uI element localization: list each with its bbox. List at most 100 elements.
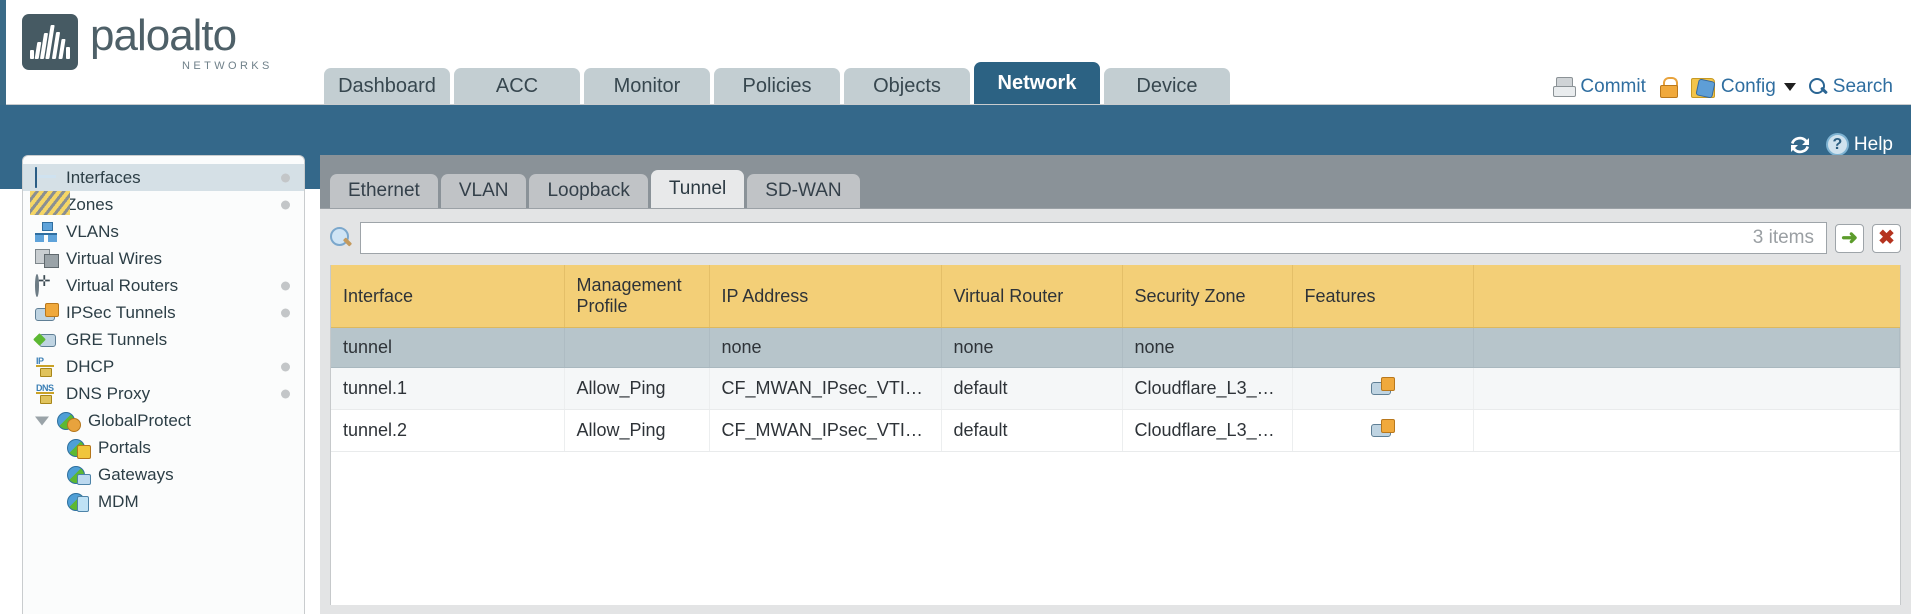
column-header-virtual-router[interactable]: Virtual Router [941, 265, 1123, 328]
sidebar-item-label: Virtual Routers [66, 275, 179, 295]
sidebar-item-label: DHCP [66, 356, 115, 376]
paloalto-logo-icon [22, 14, 78, 70]
status-dot [281, 362, 290, 371]
clear-filter-button[interactable]: ✖ [1872, 223, 1901, 253]
search-button[interactable]: Search [1808, 76, 1893, 98]
content-area: Ethernet VLAN Loopback Tunnel SD-WAN 3 i… [320, 155, 1911, 614]
cell-virtual-router: default [941, 367, 1123, 410]
sidebar-list: Interfaces Zones VLANs Virtual Wires Vir… [23, 156, 304, 515]
expand-collapse-triangle-icon[interactable] [35, 416, 49, 425]
app-header: paloalto NETWORKS Dashboard ACC Monitor … [0, 0, 1911, 105]
sidebar-item-virtual-routers[interactable]: Virtual Routers [23, 272, 304, 299]
tab-ethernet[interactable]: Ethernet [330, 174, 438, 208]
cell-security-zone: none [1122, 327, 1293, 368]
dns-proxy-icon: DNS [36, 382, 54, 393]
cell-ip-address: none [709, 327, 942, 368]
apply-filter-button[interactable]: ➜ [1835, 223, 1864, 253]
cell-management-profile: Allow_Ping [564, 409, 710, 452]
sidebar: Interfaces Zones VLANs Virtual Wires Vir… [22, 155, 305, 614]
gre-tunnels-icon [35, 330, 59, 350]
sidebar-item-label: Virtual Wires [66, 248, 163, 268]
tunnel-interfaces-table: Interface Management Profile IP Address … [330, 265, 1901, 605]
nav-tab-monitor[interactable]: Monitor [584, 68, 710, 104]
zones-icon [35, 193, 59, 215]
help-label: Help [1853, 133, 1893, 155]
nav-tab-policies[interactable]: Policies [714, 68, 840, 104]
commit-button[interactable]: Commit [1553, 76, 1646, 98]
status-dot [281, 200, 290, 209]
search-icon [1808, 78, 1827, 96]
config-label: Config [1720, 76, 1776, 97]
config-menu-button[interactable]: Config [1690, 76, 1796, 98]
sidebar-item-mdm[interactable]: MDM [23, 488, 304, 515]
search-magnifier-icon[interactable] [330, 227, 352, 249]
sidebar-item-interfaces[interactable]: Interfaces [23, 164, 304, 191]
sidebar-item-label: Interfaces [66, 167, 141, 187]
lock-button[interactable] [1659, 77, 1678, 98]
brand-logo: paloalto NETWORKS [22, 14, 273, 72]
tab-tunnel[interactable]: Tunnel [650, 170, 745, 208]
sidebar-item-dns-proxy[interactable]: DNS DNS Proxy [23, 380, 304, 407]
sidebar-item-gre-tunnels[interactable]: GRE Tunnels [23, 326, 304, 353]
cell-security-zone: Cloudflare_L3_Zone [1122, 409, 1293, 452]
nav-tab-objects[interactable]: Objects [844, 68, 970, 104]
portals-icon [67, 438, 91, 458]
cell-spacer [1473, 327, 1900, 368]
table-row[interactable]: tunnel none none none [331, 327, 1900, 368]
sidebar-item-label: VLANs [66, 221, 119, 241]
search-input[interactable]: 3 items [360, 222, 1827, 254]
table-row[interactable]: tunnel.2 Allow_Ping CF_MWAN_IPsec_VTI_02… [331, 409, 1900, 452]
brand-tagline: NETWORKS [182, 60, 273, 72]
sidebar-item-globalprotect[interactable]: GlobalProtect [23, 407, 304, 434]
column-header-security-zone[interactable]: Security Zone [1122, 265, 1293, 328]
cell-security-zone: Cloudflare_L3_Zone [1122, 367, 1293, 410]
globalprotect-icon [57, 411, 81, 431]
virtual-routers-icon [35, 273, 59, 297]
sidebar-item-label: Zones [66, 194, 114, 214]
column-header-spacer [1473, 265, 1900, 328]
sidebar-item-label: DNS Proxy [66, 383, 151, 403]
nav-tab-acc[interactable]: ACC [454, 68, 580, 104]
table-header-row: Interface Management Profile IP Address … [331, 265, 1900, 328]
mdm-icon [67, 492, 91, 512]
tab-vlan[interactable]: VLAN [440, 174, 527, 208]
table-row[interactable]: tunnel.1 Allow_Ping CF_MWAN_IPsec_VTI_01… [331, 367, 1900, 410]
ipsec-tunnel-feature-icon [1371, 419, 1395, 437]
header-actions: Commit Config Search [1553, 76, 1893, 98]
refresh-icon[interactable] [1788, 134, 1812, 156]
tunnel-panel: 3 items ➜ ✖ Interface Management Pro [320, 208, 1911, 614]
sidebar-item-dhcp[interactable]: IP DHCP [23, 353, 304, 380]
sidebar-item-vlans[interactable]: VLANs [23, 218, 304, 245]
brand-name: paloalto [90, 11, 237, 60]
cell-interface[interactable]: tunnel.1 [331, 367, 565, 410]
cell-virtual-router: none [941, 327, 1123, 368]
ipsec-tunnel-feature-icon [1371, 377, 1395, 395]
commit-icon [1553, 77, 1577, 97]
cell-interface[interactable]: tunnel [331, 327, 565, 368]
tab-loopback[interactable]: Loopback [529, 174, 648, 208]
column-header-interface[interactable]: Interface [331, 265, 565, 328]
nav-tab-dashboard[interactable]: Dashboard [324, 68, 450, 104]
column-header-ip-address[interactable]: IP Address [709, 265, 942, 328]
nav-tab-device[interactable]: Device [1104, 68, 1230, 104]
virtual-wires-icon [35, 249, 59, 269]
status-dot [281, 281, 290, 290]
sidebar-item-ipsec-tunnels[interactable]: IPSec Tunnels [23, 299, 304, 326]
sidebar-item-zones[interactable]: Zones [23, 191, 304, 218]
tab-sdwan[interactable]: SD-WAN [747, 174, 860, 208]
interfaces-icon [35, 166, 59, 188]
cell-spacer [1473, 409, 1900, 452]
context-bar-actions: ? Help [1788, 133, 1893, 156]
sidebar-item-label: Gateways [98, 464, 174, 484]
help-icon: ? [1825, 133, 1849, 156]
sidebar-item-gateways[interactable]: Gateways [23, 461, 304, 488]
cell-interface[interactable]: tunnel.2 [331, 409, 565, 452]
sidebar-item-virtual-wires[interactable]: Virtual Wires [23, 245, 304, 272]
status-dot [281, 173, 290, 182]
nav-tab-network[interactable]: Network [974, 62, 1100, 104]
column-header-management-profile[interactable]: Management Profile [564, 265, 710, 328]
help-button[interactable]: ? Help [1825, 133, 1893, 156]
sidebar-item-portals[interactable]: Portals [23, 434, 304, 461]
cell-ip-address: CF_MWAN_IPsec_VTI_02_... [709, 409, 942, 452]
column-header-features[interactable]: Features [1292, 265, 1474, 328]
